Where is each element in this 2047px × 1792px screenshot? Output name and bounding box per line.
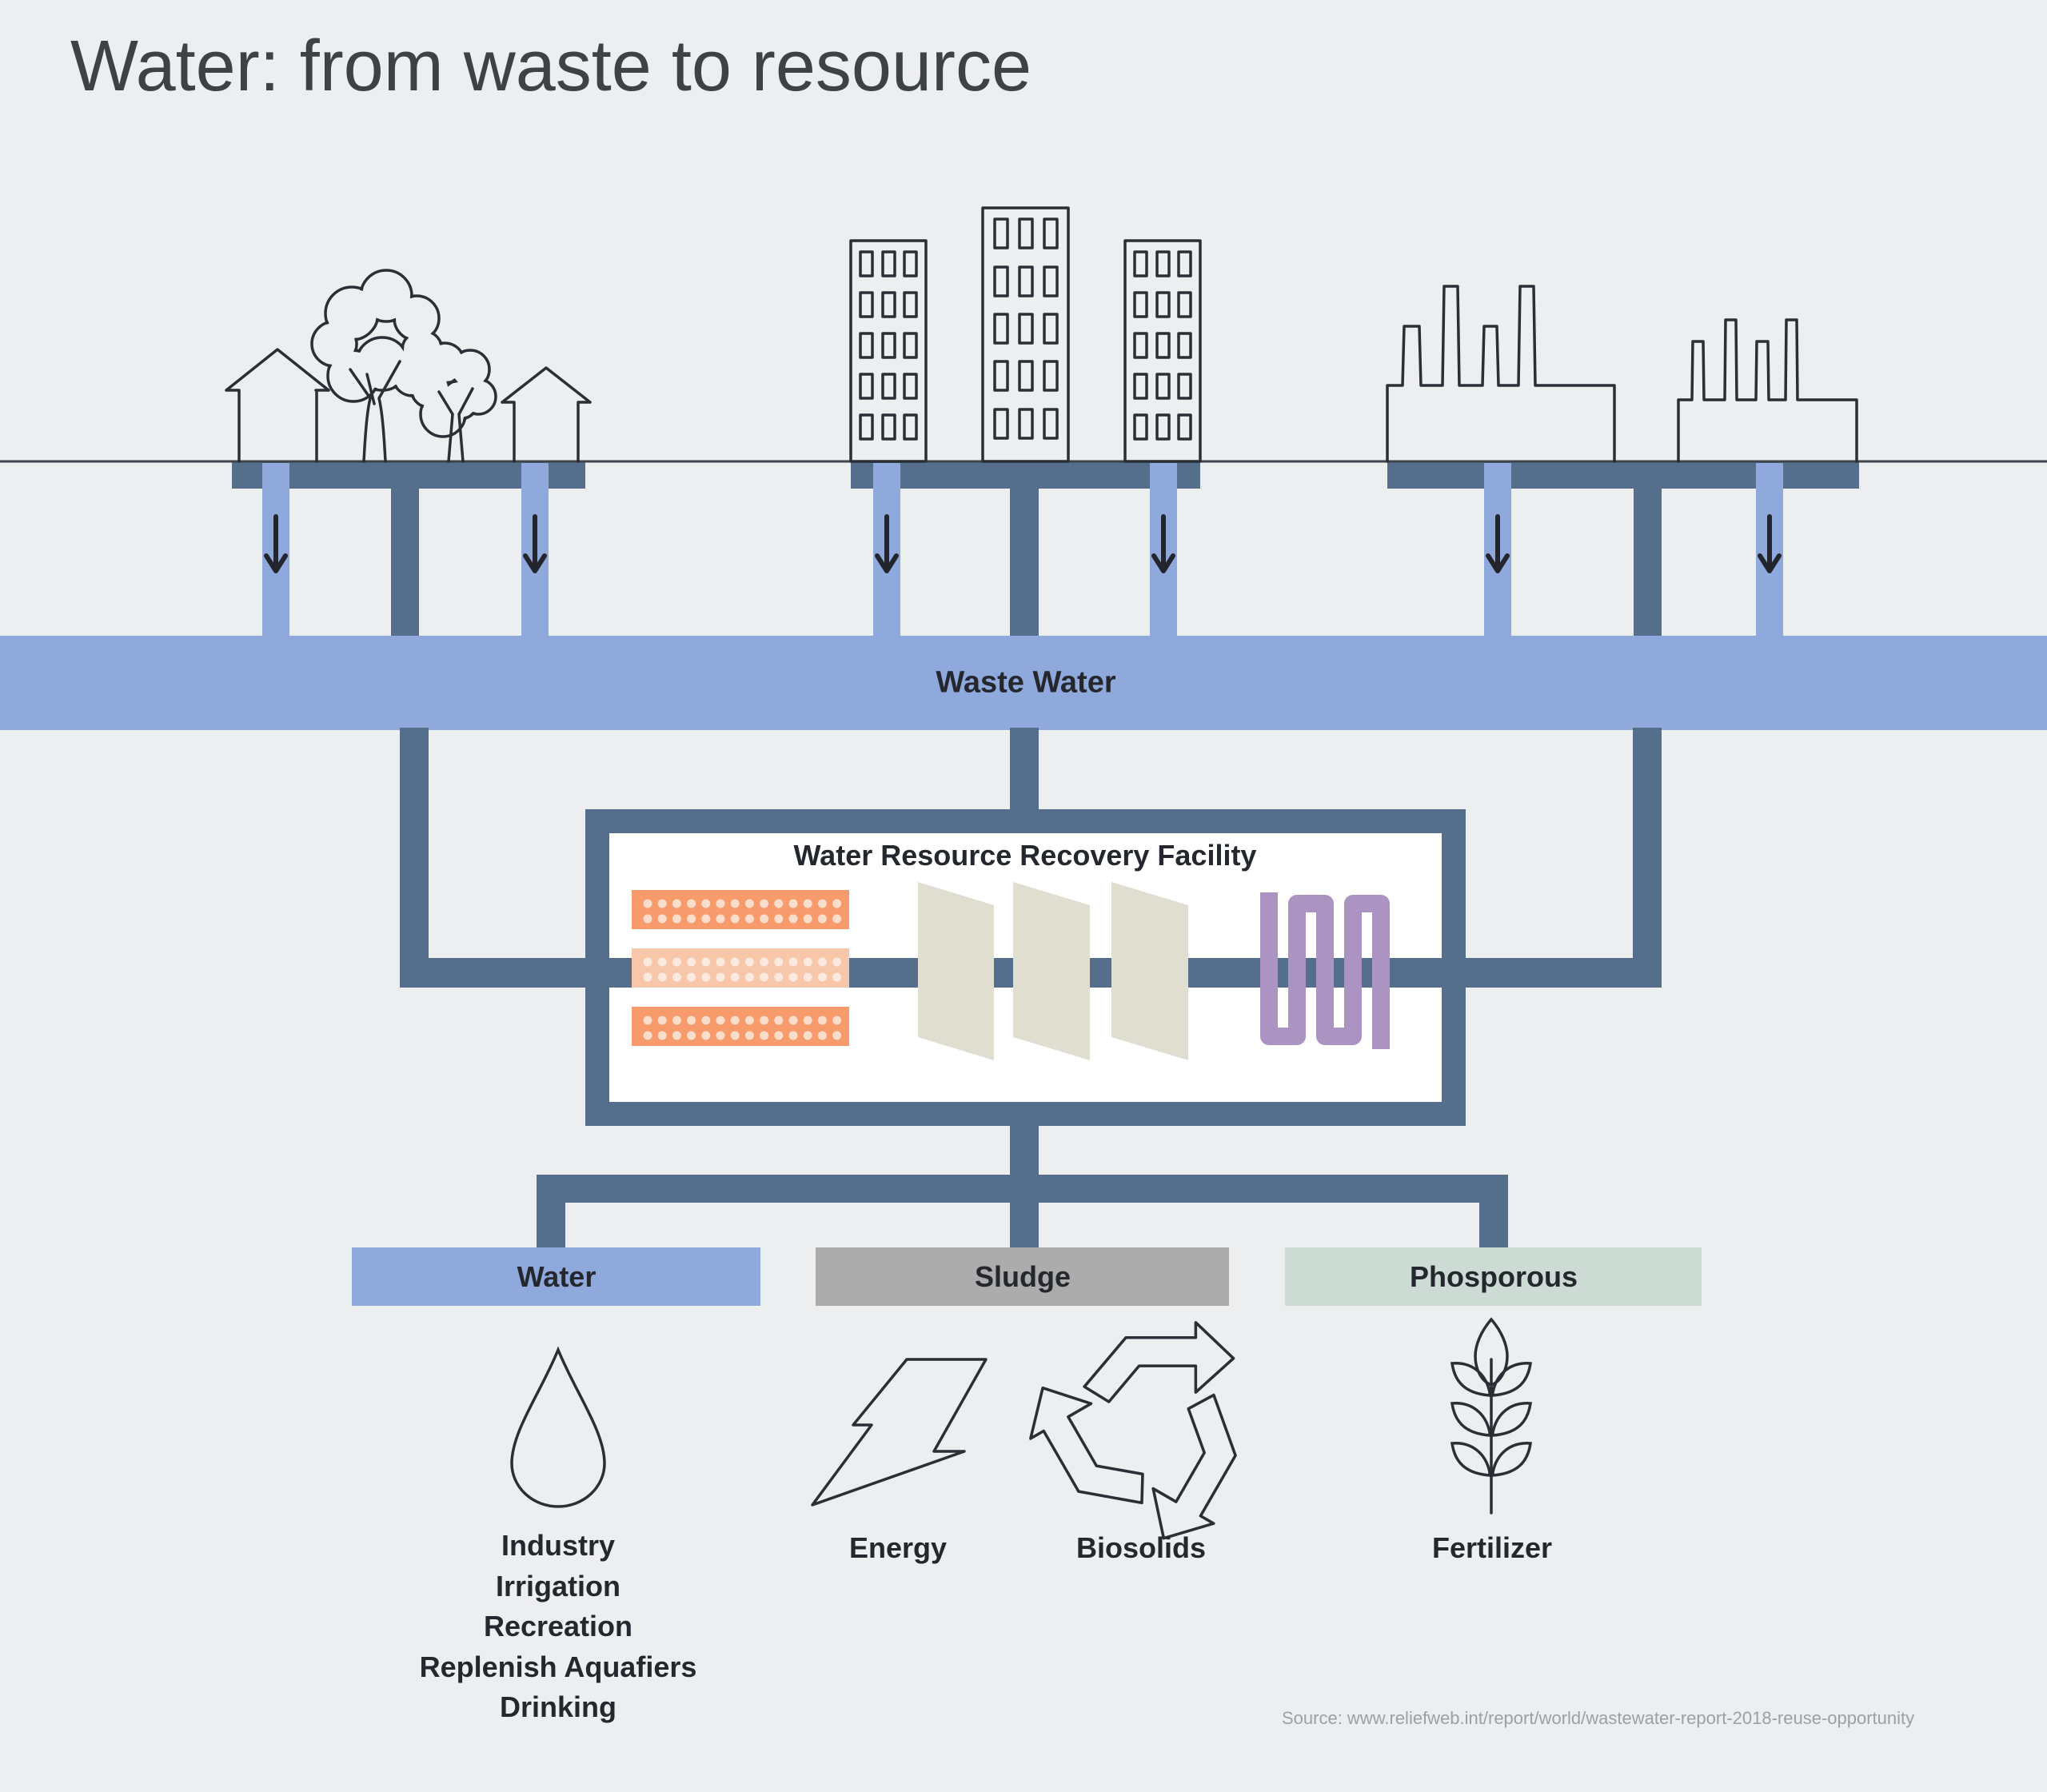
water-use-item: Recreation <box>483 1610 633 1642</box>
recycle-icon <box>1029 1321 1237 1540</box>
biosolids-label: Biosolids <box>1075 1531 1207 1564</box>
house-icon <box>225 348 330 463</box>
water-use-item: Irrigation <box>495 1569 620 1602</box>
water-use-item: Industry <box>501 1529 615 1562</box>
sludge-band-label: Sludge <box>974 1260 1071 1293</box>
tower-building-icon <box>981 206 1070 463</box>
filter-panels <box>918 882 1188 1060</box>
water-use-item: Replenish Aquafiers <box>419 1650 697 1683</box>
tank-dots-3 <box>643 1016 842 1040</box>
sewer-drop-pipes <box>391 480 1662 644</box>
ground-header-bars <box>232 461 1859 489</box>
phosporous-band <box>1285 1247 1702 1306</box>
waste-water-band <box>0 636 2047 730</box>
water-band-label: Water <box>517 1260 597 1293</box>
tower-building-icon <box>1123 239 1202 463</box>
factory-icon <box>1386 285 1616 463</box>
outflow-pipe <box>1010 1102 1039 1178</box>
energy-label: Energy <box>848 1531 948 1564</box>
fertilizer-label: Fertilizer <box>1431 1531 1553 1564</box>
lightning-icon <box>811 1358 988 1507</box>
phosporous-band-label: Phosporous <box>1409 1260 1578 1293</box>
water-uses-list: Industry Irrigation Recreation Replenish… <box>420 1526 697 1728</box>
house-icon <box>501 366 592 463</box>
distribution-pipes <box>537 1175 1508 1251</box>
tree-icon <box>310 269 497 463</box>
city-skyline <box>225 206 1858 463</box>
tank-dots-2 <box>643 957 842 982</box>
waste-water-label: Waste Water <box>936 665 1116 700</box>
aeration-tanks <box>632 890 849 1046</box>
source-note: Source: www.reliefweb.int/report/world/w… <box>1282 1708 1915 1728</box>
wheat-icon <box>1450 1317 1532 1515</box>
down-arrow-icons <box>264 514 1782 573</box>
water-use-item: Drinking <box>499 1690 616 1723</box>
water-drop-icon <box>510 1346 606 1508</box>
facility-title: Water Resource Recovery Facility <box>793 839 1257 872</box>
water-band <box>352 1247 760 1306</box>
feed-pipes <box>400 728 1662 988</box>
factory-icon <box>1677 318 1858 463</box>
tower-building-icon <box>849 239 928 463</box>
sludge-band <box>816 1247 1229 1306</box>
tank-dots-1 <box>643 899 842 924</box>
page-title: Water: from waste to resource <box>70 26 1032 106</box>
digester-coil-icon <box>1260 892 1390 1049</box>
